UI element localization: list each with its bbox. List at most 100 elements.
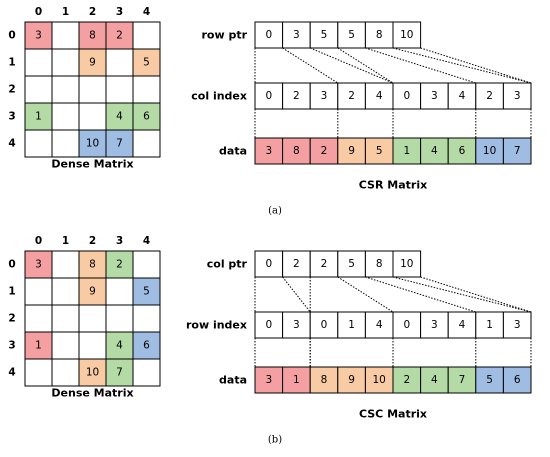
- dense-cell: [132, 331, 161, 360]
- index-value: 4: [376, 319, 383, 331]
- data-cell: [309, 137, 339, 165]
- row-header: 0: [8, 259, 15, 271]
- col-header: 4: [143, 235, 150, 247]
- dense-cell-value: 8: [89, 259, 96, 271]
- index-value: 2: [486, 90, 493, 102]
- ptr-cell: [392, 21, 422, 49]
- data-value: 2: [321, 145, 328, 157]
- index-value: 3: [514, 319, 521, 331]
- ptr-value: 2: [293, 258, 300, 270]
- dense-cell: [24, 250, 53, 279]
- data-value: 4: [431, 145, 438, 157]
- row-header: 3: [8, 340, 15, 352]
- dense-cell-value: 7: [116, 138, 123, 150]
- index-cell: [502, 82, 532, 110]
- dense-cell-value: 5: [143, 286, 150, 298]
- dense-cell: [132, 75, 161, 104]
- dense-cell: [105, 358, 134, 387]
- dense-cell: [24, 358, 53, 387]
- index-value: 4: [459, 319, 466, 331]
- index-cell: [475, 82, 504, 110]
- dense-cell-value: 10: [86, 138, 99, 150]
- dense-cell-value: 7: [116, 367, 123, 379]
- dense-cell: [105, 304, 134, 333]
- data-value: 3: [265, 374, 272, 386]
- index-label: col index: [191, 90, 247, 103]
- dense-matrix-title: Dense Matrix: [51, 387, 133, 400]
- data-value: 1: [293, 374, 300, 386]
- index-value: 2: [348, 90, 355, 102]
- ptr-connector: [337, 47, 394, 84]
- col-header: 3: [116, 6, 123, 18]
- data-cell: [364, 366, 394, 394]
- ptr-cell: [337, 250, 366, 278]
- dense-cell: [105, 277, 134, 306]
- dense-cell: [105, 250, 134, 279]
- data-cell: [420, 366, 449, 394]
- dense-cell-value: 2: [116, 30, 123, 42]
- index-value: 3: [514, 90, 521, 102]
- index-cell: [475, 311, 504, 339]
- index-value: 0: [265, 319, 272, 331]
- dense-cell: [105, 129, 134, 158]
- dense-cell: [24, 48, 53, 77]
- dense-cell: [24, 21, 53, 50]
- row-header: 1: [8, 57, 15, 69]
- col-header: 0: [35, 6, 42, 18]
- ptr-cell: [364, 250, 394, 278]
- dense-cell: [132, 304, 161, 333]
- dense-cell: [105, 331, 134, 360]
- data-value: 6: [459, 145, 466, 157]
- dense-cell: [51, 331, 80, 360]
- dense-cell: [78, 129, 107, 158]
- ptr-connector: [282, 47, 339, 84]
- data-value: 4: [431, 374, 438, 386]
- index-value: 3: [431, 319, 438, 331]
- dense-cell: [51, 304, 80, 333]
- row-header: 4: [8, 367, 15, 379]
- index-value: 0: [403, 319, 410, 331]
- dense-cell: [78, 75, 107, 104]
- data-value: 6: [514, 374, 521, 386]
- index-value: 3: [431, 90, 438, 102]
- index-cell: [337, 311, 366, 339]
- index-cell: [254, 82, 284, 110]
- ptr-cell: [309, 250, 339, 278]
- data-cell: [502, 137, 532, 165]
- data-value: 1: [403, 145, 410, 157]
- dense-cell: [24, 102, 53, 131]
- data-cell: [420, 137, 449, 165]
- index-value: 0: [321, 319, 328, 331]
- ptr-label: col ptr: [207, 258, 248, 271]
- dense-cell-value: 1: [35, 111, 42, 123]
- ptr-value: 2: [321, 258, 328, 270]
- data-value: 9: [348, 374, 355, 386]
- dense-cell-value: 6: [143, 340, 150, 352]
- dense-cell-value: 9: [89, 57, 96, 69]
- index-value: 3: [293, 319, 300, 331]
- row-header: 2: [8, 84, 15, 96]
- ptr-cell: [337, 21, 366, 49]
- index-cell: [392, 311, 422, 339]
- dense-cell: [132, 21, 161, 50]
- ptr-value: 0: [265, 29, 272, 41]
- dense-cell-value: 4: [116, 340, 123, 352]
- ptr-value: 10: [400, 258, 413, 270]
- col-header: 1: [62, 6, 69, 18]
- dense-cell: [78, 331, 107, 360]
- ptr-value: 5: [348, 258, 355, 270]
- col-header: 0: [35, 235, 42, 247]
- index-value: 0: [403, 90, 410, 102]
- dense-cell: [51, 102, 80, 131]
- ptr-cell: [392, 250, 422, 278]
- row-header: 3: [8, 111, 15, 123]
- dense-cell-value: 3: [35, 259, 42, 271]
- row-header: 1: [8, 286, 15, 298]
- col-header: 4: [143, 6, 150, 18]
- ptr-cell: [282, 21, 311, 49]
- index-cell: [447, 311, 477, 339]
- index-cell: [364, 311, 394, 339]
- data-value: 2: [403, 374, 410, 386]
- ptr-connector: [282, 276, 311, 313]
